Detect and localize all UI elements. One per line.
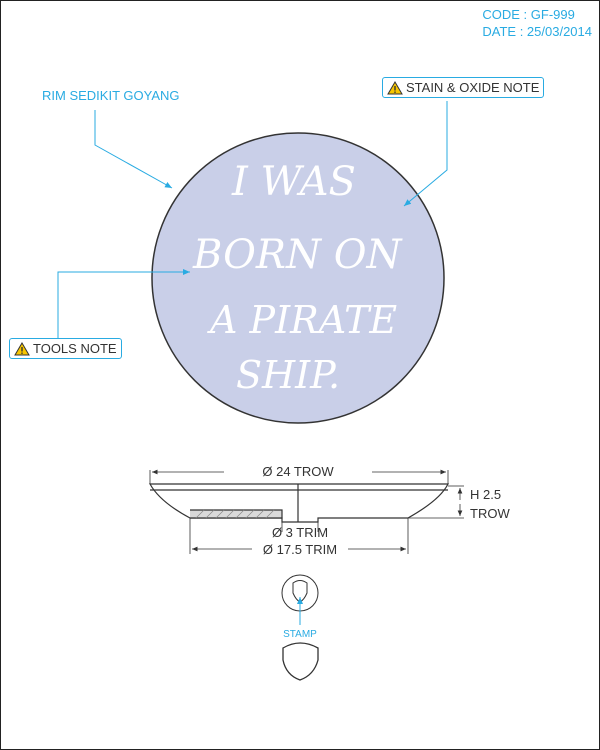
artwork-line-2: BORN ON xyxy=(192,232,404,278)
stain-note-box[interactable]: STAIN & OXIDE NOTE xyxy=(382,77,545,98)
artwork-line-3: A PIRATE xyxy=(207,298,397,342)
plate-top-view xyxy=(151,132,445,424)
stamp-shield-small-icon xyxy=(292,580,308,603)
dim-trim-large-label: Ø 17.5 TRIM xyxy=(263,542,337,557)
dim-trim-small: Ø 3 TRIM xyxy=(272,522,328,540)
date-label: DATE : 25/03/2014 xyxy=(482,24,592,39)
stamp-label: STAMP xyxy=(283,629,317,640)
stain-leader xyxy=(403,101,448,207)
warning-icon xyxy=(14,341,30,355)
plate-artwork: I WAS BORN ON A PIRATE SHIP. xyxy=(192,159,404,397)
rim-callout-label: RIM SEDIKIT GOYANG xyxy=(42,88,180,103)
tools-note-box[interactable]: TOOLS NOTE xyxy=(9,338,122,359)
stamp-location xyxy=(281,574,319,612)
dim-height: H 2.5 TROW xyxy=(408,485,510,521)
title-block: CODE : GF-999 DATE : 25/03/2014 xyxy=(482,6,592,40)
artwork-line-1: I WAS xyxy=(231,159,356,205)
stamp-shield-icon xyxy=(282,642,319,681)
dim-trim-small-label: Ø 3 TRIM xyxy=(272,525,328,540)
plate-side-profile xyxy=(148,483,449,523)
dim-top-width-label: Ø 24 TROW xyxy=(262,464,334,479)
code-label: CODE : GF-999 xyxy=(482,7,575,22)
stain-note-label: STAIN & OXIDE NOTE xyxy=(406,80,540,95)
dim-height-label-1: H 2.5 xyxy=(470,487,501,502)
rim-leader xyxy=(94,110,173,189)
tools-note-label: TOOLS NOTE xyxy=(33,341,117,356)
tools-leader xyxy=(57,269,190,338)
dim-top-width: Ø 24 TROW xyxy=(149,464,449,484)
dim-trim-large: Ø 17.5 TRIM xyxy=(189,518,409,557)
artwork-line-4: SHIP. xyxy=(236,353,340,397)
dim-height-label-2: TROW xyxy=(470,506,510,521)
warning-icon xyxy=(387,80,403,94)
